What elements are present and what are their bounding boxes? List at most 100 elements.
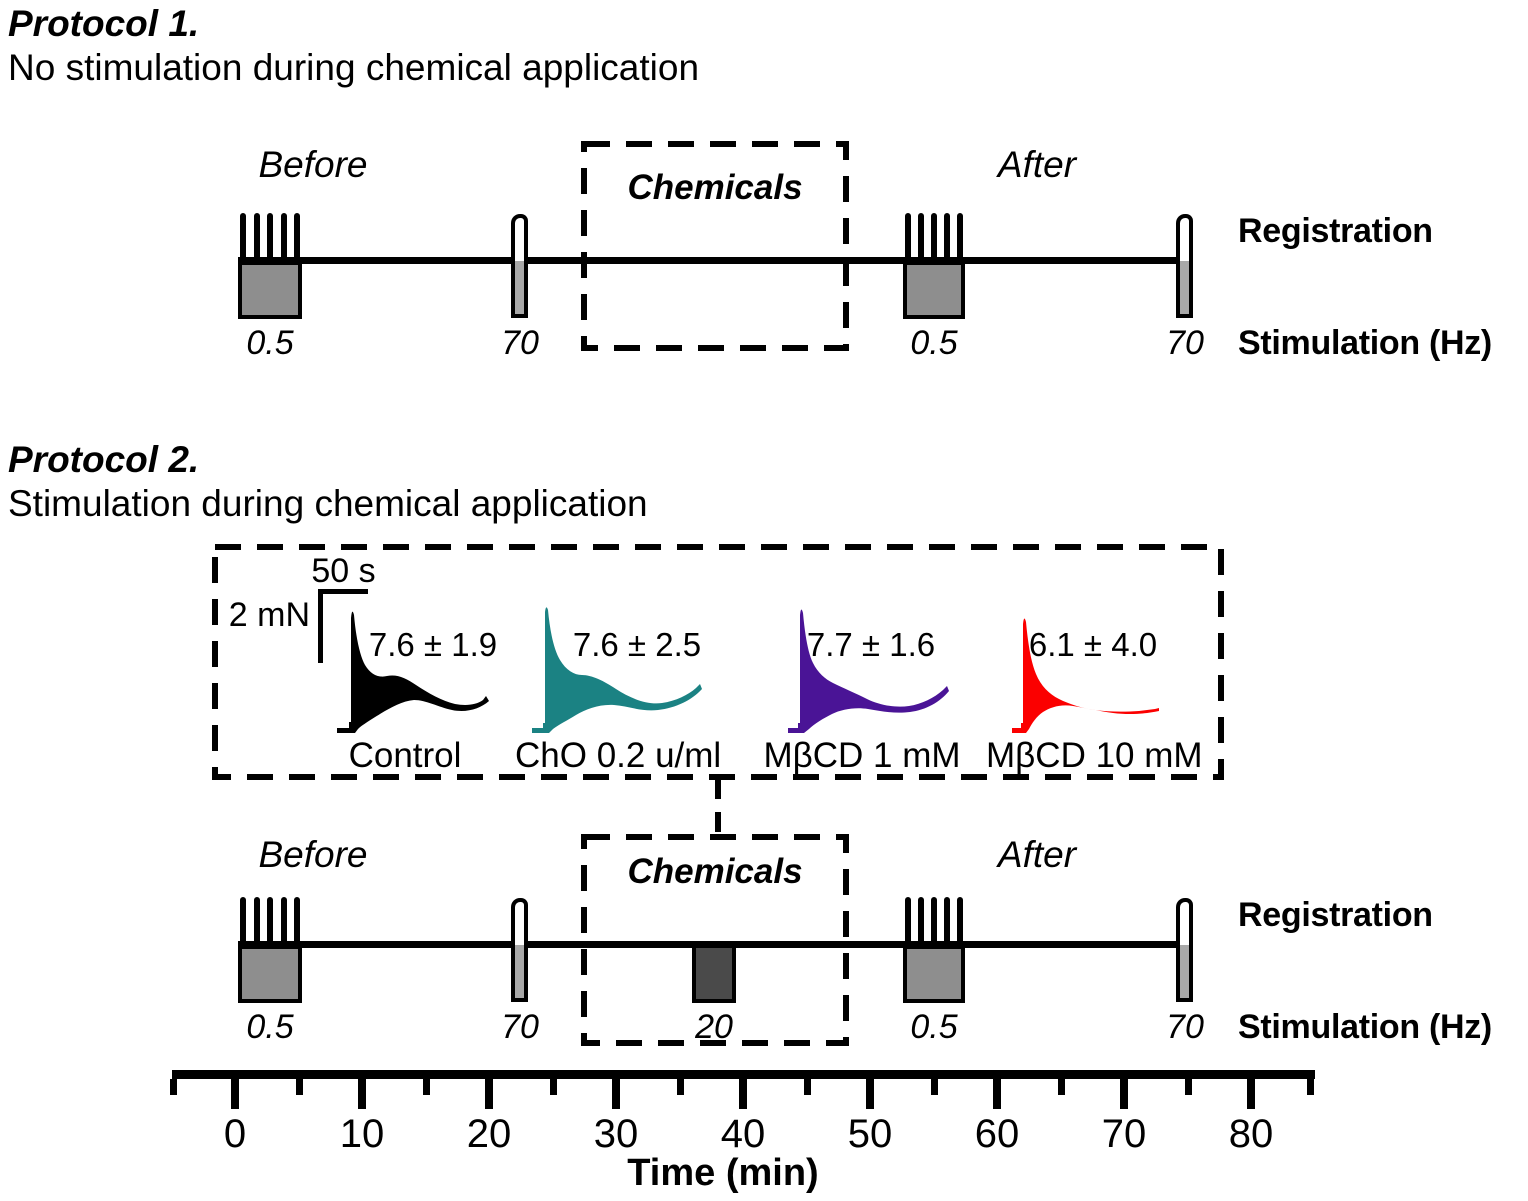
axis-major-tick <box>993 1079 1001 1109</box>
spike-burst-icon <box>240 897 300 945</box>
stim-low-box <box>238 261 302 319</box>
spike-icon <box>957 213 963 261</box>
spike-icon <box>253 897 260 945</box>
protocol2-subtitle: Stimulation during chemical application <box>8 483 648 524</box>
scale-bar-horizontal <box>318 589 368 594</box>
trace-mbcd1-path <box>788 609 949 733</box>
axis-major-tick <box>358 1079 366 1109</box>
protocol1-after-label: After <box>997 144 1077 185</box>
spike-icon <box>931 213 937 261</box>
trace-cho-value: 7.6 ± 2.5 <box>572 626 702 663</box>
protocol1-after-high-marker <box>1176 214 1193 318</box>
tetanus-curve-icon <box>1176 898 1193 945</box>
time-axis-bar <box>172 1070 1315 1079</box>
axis-minor-tick <box>930 1079 938 1095</box>
scale-force-label: 2 mN <box>228 596 310 634</box>
axis-minor-tick <box>422 1079 430 1095</box>
protocol2-after-low-hz: 0.5 <box>910 1008 958 1046</box>
axis-major-tick <box>1247 1079 1255 1109</box>
stim-high-bar <box>511 945 528 1002</box>
stim-low-box <box>903 945 965 1003</box>
stim-high-bar <box>1176 261 1193 318</box>
protocol2-during-hz: 20 <box>695 1008 733 1046</box>
protocol2-before-label: Before <box>258 834 368 875</box>
axis-tick-label: 20 <box>466 1112 512 1156</box>
axis-tick-label: 10 <box>339 1112 385 1156</box>
axis-major-tick <box>1120 1079 1128 1109</box>
protocol1-after-high-hz: 70 <box>1166 324 1204 362</box>
axis-minor-tick <box>295 1079 303 1095</box>
spike-icon <box>918 897 924 945</box>
axis-tick-label: 30 <box>593 1112 639 1156</box>
protocol1-before-label: Before <box>258 144 368 185</box>
spike-icon <box>294 897 300 945</box>
trace-control-path <box>337 611 489 733</box>
protocol1-before-high-marker <box>511 214 528 318</box>
trace-mbcd1 <box>788 609 949 733</box>
stim-high-bar <box>1176 945 1193 1002</box>
axis-tick-label: 60 <box>974 1112 1020 1156</box>
spike-burst-icon <box>905 213 963 261</box>
axis-major-tick <box>866 1079 874 1109</box>
spike-icon <box>267 213 273 261</box>
trace-control <box>337 611 489 733</box>
protocol2-registration-label: Registration <box>1238 896 1433 934</box>
axis-tick-label: 40 <box>720 1112 766 1156</box>
spike-icon <box>905 897 911 945</box>
protocol1-registration-label: Registration <box>1238 212 1433 250</box>
trace-mbcd1-label: MβCD 1 mM <box>763 736 961 775</box>
trace-mbcd1-value: 7.7 ± 1.6 <box>806 626 936 663</box>
scale-bar-vertical <box>318 589 323 663</box>
protocol2-stimulation-label: Stimulation (Hz) <box>1238 1008 1492 1046</box>
axis-tick-label: 0 <box>223 1112 247 1156</box>
spike-icon <box>253 213 260 261</box>
spike-icon <box>240 213 246 261</box>
inset-traces-box <box>212 544 1224 780</box>
spike-icon <box>918 213 924 261</box>
trace-mbcd10-value: 6.1 ± 4.0 <box>1028 626 1158 663</box>
stim-low-box <box>238 945 302 1003</box>
axis-major-tick <box>485 1079 493 1109</box>
axis-major-tick <box>739 1079 747 1109</box>
inset-connector-line <box>715 779 721 836</box>
axis-minor-tick <box>1307 1079 1314 1095</box>
spike-icon <box>944 213 950 261</box>
axis-minor-tick <box>1184 1079 1192 1095</box>
axis-minor-tick <box>1057 1079 1065 1095</box>
protocol1-subtitle: No stimulation during chemical applicati… <box>8 47 700 88</box>
trace-cho <box>532 607 702 733</box>
axis-tick-label: 50 <box>847 1112 893 1156</box>
time-axis-title: Time (min) <box>627 1152 819 1194</box>
trace-mbcd10-label: MβCD 10 mM <box>986 736 1203 775</box>
protocol1-chemicals-box <box>581 141 849 351</box>
axis-minor-tick <box>803 1079 811 1095</box>
axis-major-tick <box>231 1079 239 1109</box>
spike-icon <box>267 897 273 945</box>
trace-control-label: Control <box>348 736 462 775</box>
axis-minor-tick <box>676 1079 684 1095</box>
protocol1-before-low-hz: 0.5 <box>246 324 294 362</box>
axis-minor-tick <box>170 1079 177 1095</box>
protocol2-title: Protocol 2. <box>8 439 200 480</box>
scale-time-label: 50 s <box>311 552 376 590</box>
protocol1-chemicals-label: Chemicals <box>627 168 803 207</box>
protocol2-chemicals-label: Chemicals <box>627 852 803 891</box>
axis-major-tick <box>612 1079 620 1109</box>
axis-tick-label: 70 <box>1101 1112 1147 1156</box>
spike-icon <box>931 897 937 945</box>
spike-icon <box>240 897 246 945</box>
protocol1-timeline <box>238 257 1192 264</box>
protocol2-before-high-marker <box>511 898 528 1002</box>
stim-high-bar <box>511 261 528 318</box>
spike-icon <box>280 897 287 945</box>
tetanus-curve-icon <box>511 214 528 261</box>
spike-icon <box>944 897 950 945</box>
spike-icon <box>294 213 300 261</box>
tetanus-curve-icon <box>1176 214 1193 261</box>
protocol2-before-high-hz: 70 <box>501 1008 539 1046</box>
protocol2-after-high-hz: 70 <box>1166 1008 1204 1046</box>
protocol1-title: Protocol 1. <box>8 3 200 44</box>
spike-burst-icon <box>240 213 300 261</box>
